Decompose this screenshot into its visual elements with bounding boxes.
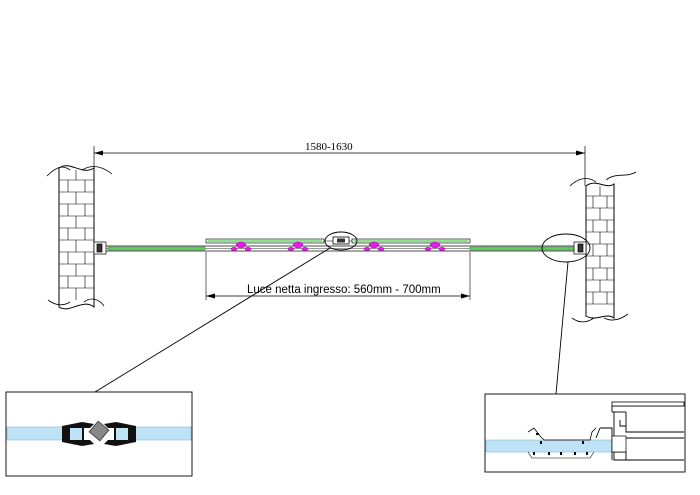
- left-fixed-glass: [107, 246, 206, 251]
- roller: [287, 241, 309, 251]
- center-leader-line: [94, 247, 331, 393]
- right-wall-profile: [573, 241, 587, 255]
- left-wall: [46, 165, 113, 310]
- detail-magnet: [88, 420, 110, 442]
- right-leader-line: [555, 261, 569, 395]
- detail-center-seal: [5, 391, 193, 477]
- entrance-dimension: Luce netta ingresso: 560mm - 700mm: [205, 252, 471, 300]
- left-wall-bricks: [59, 170, 94, 300]
- center-callout-circle: [324, 231, 358, 251]
- door-assembly: [93, 236, 587, 255]
- left-wall-profile: [93, 241, 107, 255]
- detail-dashes: [533, 433, 588, 455]
- overall-dimension: 1580-1630: [93, 141, 586, 186]
- right-callout-circle: [541, 233, 591, 263]
- overall-width-label: 1580-1630: [305, 141, 353, 153]
- detail-wall-glass: [485, 439, 615, 453]
- right-wall: [569, 171, 637, 323]
- detail-wall-profile: [484, 393, 686, 473]
- right-fixed-glass: [469, 246, 579, 251]
- callouts: [94, 231, 591, 395]
- roller: [424, 241, 446, 251]
- roller: [363, 241, 385, 251]
- entrance-width-label: Luce netta ingresso: 560mm - 700mm: [247, 284, 441, 296]
- roller: [230, 241, 252, 251]
- right-wall-bricks: [586, 186, 614, 305]
